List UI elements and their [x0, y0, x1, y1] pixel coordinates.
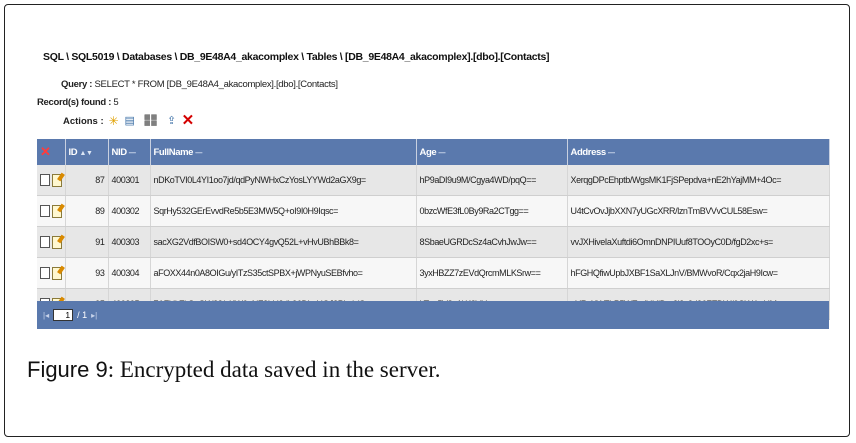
caption-label: Figure 9	[27, 357, 108, 382]
cell-fullname: sacXG2VdfBOISW0+sd4OCY4gvQ52L+vHvUBhBBk8…	[150, 226, 417, 258]
cell-address: vvJXHiveIaXuftdi6OmnDNPIUuf8TOOyC0D/fgD2…	[567, 226, 830, 258]
cell-nid: 400302	[108, 195, 151, 227]
pager-bar: |◂ 1 / 1 ▸|	[37, 301, 829, 329]
actions-label: Actions :	[63, 115, 104, 127]
caption-text: : Encrypted data saved in the server.	[107, 357, 441, 382]
edit-icon[interactable]	[51, 173, 62, 187]
query-row: Query : SELECT * FROM [DB_9E48A4_akacomp…	[61, 79, 338, 90]
star-icon[interactable]: ✳	[108, 114, 119, 128]
cell-age: 8SbaeUGRDcSz4aCvhJwJw==	[416, 226, 568, 258]
last-page-icon[interactable]: ▸|	[91, 310, 98, 320]
cell-fullname: SqrHy532GErEvvdRe5b5E3MW5Q+oI9I0H9Iqsc=	[150, 195, 417, 227]
cell-address: hFGHQfiwUpbJXBF1SaXLJnV/BMWvoR/Cqx2jaH9I…	[567, 257, 830, 289]
delete-icon[interactable]: ✕	[181, 112, 195, 129]
page-number-input[interactable]: 1	[53, 309, 74, 321]
row-checkbox[interactable]	[40, 174, 50, 186]
actions-bar: Actions : ✳ ▤ ▦▦▦▦ ⇪ ✕	[63, 112, 195, 129]
header-fullname[interactable]: FullName —	[150, 139, 417, 165]
cell-id: 87	[65, 165, 109, 196]
header-id[interactable]: ID ▲▼	[65, 139, 109, 165]
sort-icon[interactable]: —	[195, 149, 202, 157]
edit-icon[interactable]	[51, 266, 62, 280]
row-checkbox[interactable]	[40, 236, 50, 248]
sort-icon[interactable]: —	[128, 149, 136, 157]
cell-fullname: aFOXX44n0A8OIGu/yITzS35ctSPBX+jWPNyuSEBf…	[150, 257, 417, 289]
table-row[interactable]: 89 400302 SqrHy532GErEvvdRe5b5E3MW5Q+oI9…	[37, 195, 830, 227]
row-checkbox[interactable]	[40, 205, 50, 217]
cell-id: 93	[65, 257, 109, 289]
records-found: Record(s) found : 5	[37, 97, 119, 108]
cell-nid: 400301	[108, 165, 151, 196]
delete-selected-icon[interactable]: ✕	[40, 144, 51, 159]
cell-age: hP9aDI9u9M/Cgya4WD/pqQ==	[416, 165, 568, 196]
cell-id: 89	[65, 195, 109, 227]
header-tools[interactable]: ✕	[37, 139, 66, 165]
header-age[interactable]: Age —	[416, 139, 568, 165]
breadcrumb[interactable]: SQL \ SQL5019 \ Databases \ DB_9E48A4_ak…	[43, 51, 550, 63]
records-count: 5	[113, 97, 119, 108]
table-row[interactable]: 87 400301 nDKoTVI0L4YI1oo7jd/qdPyNWHxCzY…	[37, 165, 830, 196]
cell-nid: 400304	[108, 257, 151, 289]
cell-nid: 400303	[108, 226, 151, 258]
header-address[interactable]: Address —	[567, 139, 830, 165]
sort-arrows-icon[interactable]: ▲▼	[79, 149, 93, 157]
import-icon[interactable]: ⇪	[167, 115, 177, 127]
data-grid: ✕ ID ▲▼ NID — FullName — Age — Address —…	[37, 139, 830, 320]
edit-icon[interactable]	[51, 204, 62, 218]
header-row: ✕ ID ▲▼ NID — FullName — Age — Address —	[37, 139, 830, 165]
export-icon[interactable]: ▤	[124, 115, 135, 127]
table-row[interactable]: 93 400304 aFOXX44n0A8OIGu/yITzS35ctSPBX+…	[37, 257, 830, 289]
query-label: Query :	[61, 79, 93, 90]
cell-address: XerqgDPcEhptb/WgsMK1FjSPepdva+nE2hYajMM+…	[567, 165, 830, 196]
query-text: SELECT * FROM [DB_9E48A4_akacomplex].[db…	[94, 79, 338, 90]
page-total: / 1	[77, 310, 88, 320]
first-page-icon[interactable]: |◂	[43, 310, 50, 320]
cell-age: 0bzcWfE3fL0By9Ra2CTgg==	[416, 195, 568, 227]
grid-icon[interactable]: ▦▦▦▦	[144, 114, 158, 127]
edit-icon[interactable]	[51, 235, 62, 249]
table-row[interactable]: 91 400303 sacXG2VdfBOISW0+sd4OCY4gvQ52L+…	[37, 226, 830, 258]
cell-age: 3yxHBZZ7zEVdQrcmMLKSrw==	[416, 257, 568, 289]
records-label: Record(s) found :	[37, 97, 112, 108]
figure-frame: SQL \ SQL5019 \ Databases \ DB_9E48A4_ak…	[4, 4, 850, 437]
sort-icon[interactable]: —	[438, 149, 446, 157]
screenshot-panel: SQL \ SQL5019 \ Databases \ DB_9E48A4_ak…	[33, 43, 830, 343]
cell-address: U4tCvOvJjbXXN7yUGcXRR/lznTmBVVvCUL58Esw=	[567, 195, 830, 227]
cell-id: 91	[65, 226, 109, 258]
header-nid[interactable]: NID —	[108, 139, 151, 165]
sort-icon[interactable]: —	[607, 149, 615, 157]
cell-fullname: nDKoTVI0L4YI1oo7jd/qdPyNWHxCzYosLYYWd2aG…	[150, 165, 417, 196]
row-checkbox[interactable]	[40, 267, 50, 279]
figure-caption: Figure 9: Encrypted data saved in the se…	[27, 357, 440, 383]
